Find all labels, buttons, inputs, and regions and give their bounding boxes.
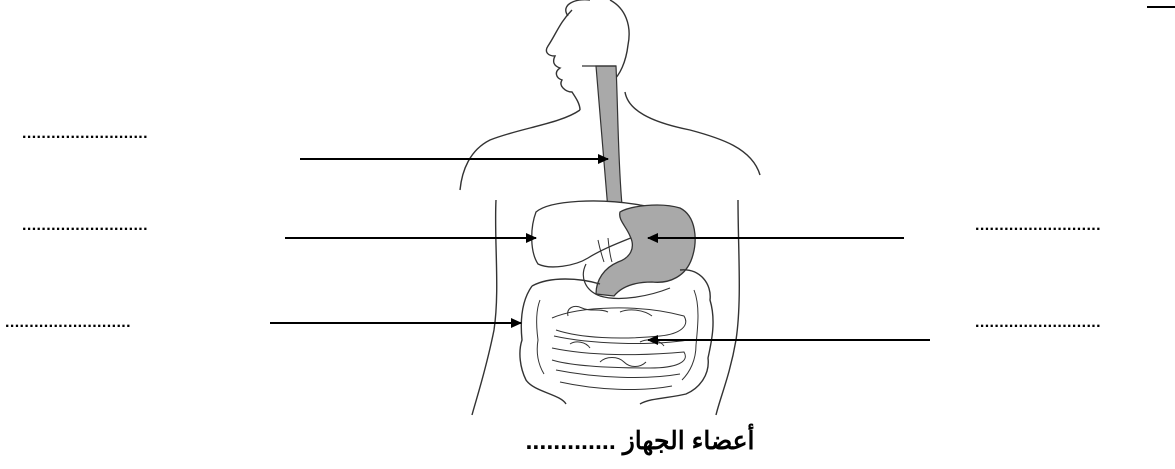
diagram-caption: أعضاء الجهاز ............. [470, 426, 810, 456]
blank-small-intestine[interactable]: .......................... [975, 314, 1101, 332]
blank-liver[interactable]: .......................... [22, 217, 148, 235]
blank-large-intestine[interactable]: .......................... [5, 314, 131, 332]
esophagus-shape [596, 66, 622, 210]
blank-esophagus[interactable]: .......................... [22, 125, 148, 143]
small-intestine-shape [552, 306, 688, 389]
blank-stomach[interactable]: .......................... [975, 217, 1101, 235]
